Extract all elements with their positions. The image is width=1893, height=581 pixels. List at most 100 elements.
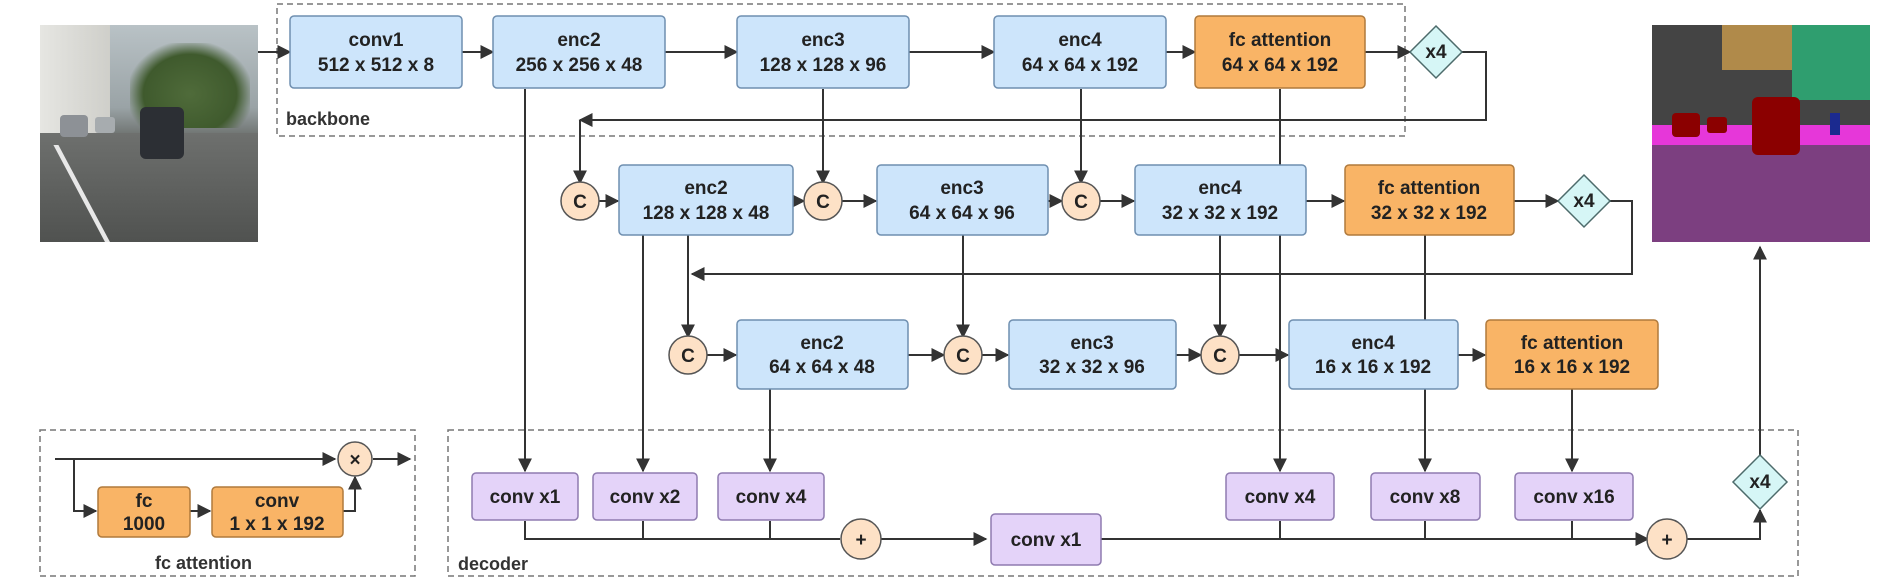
- svg-text:conv x16: conv x16: [1533, 487, 1614, 508]
- enc4-block: enc4 16 x 16 x 192: [1288, 319, 1459, 390]
- decoder-label: decoder: [458, 554, 528, 574]
- block-name: fc attention: [1521, 333, 1623, 354]
- svg-text:conv x1: conv x1: [1011, 530, 1082, 551]
- svg-text:1 x 1 x 192: 1 x 1 x 192: [229, 514, 324, 535]
- second-row: C enc2 128 x 128 x 48 C enc3 64 x 64 x 9…: [560, 164, 1612, 236]
- repeat-x4-diamond: x4: [1408, 24, 1464, 80]
- svg-text:+: +: [855, 530, 866, 551]
- svg-text:C: C: [573, 192, 587, 213]
- fc-attention-block: fc attention 32 x 32 x 192: [1344, 164, 1515, 236]
- svg-text:conv x4: conv x4: [736, 487, 807, 508]
- concat-node: C: [943, 335, 983, 375]
- car: [95, 117, 115, 133]
- block-name: enc3: [1070, 333, 1113, 354]
- svg-text:conv x8: conv x8: [1390, 487, 1461, 508]
- svg-text:x4: x4: [1749, 472, 1771, 493]
- enc3-block: enc3 64 x 64 x 96: [876, 164, 1049, 236]
- block-size: 64 x 64 x 96: [909, 203, 1015, 224]
- enc4-block: enc4 32 x 32 x 192: [1134, 164, 1307, 236]
- svg-text:conv x1: conv x1: [490, 487, 561, 508]
- block-size: 256 x 256 x 48: [516, 55, 643, 76]
- fc-block: fc 1000: [97, 486, 191, 538]
- block-size: 16 x 16 x 192: [1514, 357, 1630, 378]
- car: [140, 107, 184, 159]
- conv1-block: conv1 512 x 512 x 8: [289, 15, 463, 89]
- block-size: 16 x 16 x 192: [1315, 357, 1431, 378]
- decoder-conv-block: conv x8: [1370, 472, 1481, 521]
- block-name: conv1: [349, 30, 404, 51]
- block-name: enc2: [684, 178, 727, 199]
- car: [60, 115, 88, 137]
- block-size: 128 x 128 x 96: [760, 55, 887, 76]
- input-street-image: [40, 25, 258, 242]
- block-size: 32 x 32 x 96: [1039, 357, 1145, 378]
- block-size: 128 x 128 x 48: [643, 203, 770, 224]
- block-name: enc4: [1058, 30, 1102, 51]
- block-size: 64 x 64 x 48: [769, 357, 875, 378]
- svg-text:conv x2: conv x2: [610, 487, 681, 508]
- backbone-frame: [276, 3, 1406, 137]
- decoder-conv-block: conv x1: [471, 472, 579, 521]
- svg-text:fc: fc: [136, 491, 153, 512]
- fc-attention-legend-label: fc attention: [155, 553, 252, 573]
- seg-building: [1722, 25, 1797, 70]
- concat-node: C: [1061, 181, 1101, 221]
- svg-text:C: C: [956, 346, 970, 367]
- seg-car: [1752, 97, 1800, 155]
- svg-text:1000: 1000: [123, 514, 165, 535]
- seg-road: [1652, 145, 1870, 242]
- block-name: enc2: [800, 333, 843, 354]
- concat-node: C: [803, 181, 843, 221]
- repeat-x4-diamond: x4: [1731, 453, 1789, 511]
- concat-node: C: [668, 335, 708, 375]
- enc3-block: enc3 128 x 128 x 96: [736, 15, 910, 89]
- enc2-block: enc2 256 x 256 x 48: [492, 15, 666, 89]
- decoder-conv-block: conv x16: [1514, 472, 1634, 521]
- add-node: +: [840, 518, 882, 560]
- third-row: C enc2 64 x 64 x 48 C enc3 32 x 32 x 96 …: [668, 319, 1659, 390]
- repeat-x4-diamond: x4: [1556, 173, 1612, 229]
- block-size: 32 x 32 x 192: [1162, 203, 1278, 224]
- block-name: enc4: [1198, 178, 1242, 199]
- conv-block: conv 1 x 1 x 192: [211, 486, 344, 538]
- backbone-row: conv1 512 x 512 x 8 enc2 256 x 256 x 48 …: [289, 15, 1464, 89]
- decoder-blocks: conv x1 conv x2 conv x4 conv x4 conv x8 …: [471, 453, 1789, 566]
- decoder-conv-block: conv x2: [592, 472, 698, 521]
- decoder-conv-block: conv x4: [1225, 472, 1335, 521]
- enc2-block: enc2 64 x 64 x 48: [736, 319, 909, 390]
- svg-text:×: ×: [349, 450, 360, 471]
- concat-node: C: [1200, 335, 1240, 375]
- decoder-frame: [447, 429, 1799, 577]
- connections: [55, 45, 1767, 546]
- output-segmentation-image: [1652, 25, 1870, 242]
- decoder-fuse-conv-block: conv x1: [990, 513, 1102, 566]
- fc-attention-block: fc attention 16 x 16 x 192: [1485, 319, 1659, 390]
- block-name: fc attention: [1378, 178, 1480, 199]
- fc-attention-block: fc attention 64 x 64 x 192: [1194, 15, 1366, 89]
- block-name: enc4: [1351, 333, 1395, 354]
- block-size: 512 x 512 x 8: [318, 55, 434, 76]
- enc2-block: enc2 128 x 128 x 48: [618, 164, 794, 236]
- block-name: enc3: [801, 30, 844, 51]
- seg-vegetation: [1792, 25, 1870, 100]
- concat-node: C: [560, 181, 600, 221]
- enc3-block: enc3 32 x 32 x 96: [1008, 319, 1177, 390]
- svg-text:C: C: [681, 346, 695, 367]
- svg-text:C: C: [1074, 192, 1088, 213]
- fc-attention-detail: fc 1000 conv 1 x 1 x 192 ×: [97, 441, 373, 538]
- svg-text:+: +: [1661, 530, 1672, 551]
- block-size: 64 x 64 x 192: [1222, 55, 1338, 76]
- enc4-block: enc4 64 x 64 x 192: [993, 15, 1167, 89]
- block-name: fc attention: [1229, 30, 1331, 51]
- backbone-label: backbone: [286, 109, 370, 129]
- svg-text:C: C: [816, 192, 830, 213]
- multiply-node: ×: [337, 441, 373, 477]
- seg-car: [1672, 113, 1700, 137]
- block-size: 64 x 64 x 192: [1022, 55, 1138, 76]
- decoder-conv-block: conv x4: [717, 472, 825, 521]
- svg-text:conv x4: conv x4: [1245, 487, 1316, 508]
- block-name: enc3: [940, 178, 983, 199]
- block-name: enc2: [557, 30, 600, 51]
- block-size: 32 x 32 x 192: [1371, 203, 1487, 224]
